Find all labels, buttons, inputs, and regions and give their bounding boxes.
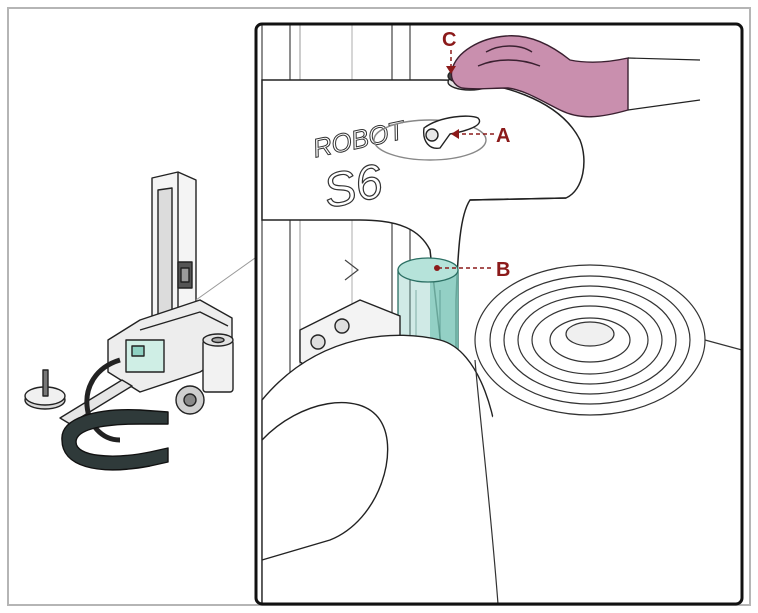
callout-a-label: A bbox=[496, 125, 510, 147]
film-roll bbox=[475, 265, 742, 604]
callout-b-dot bbox=[434, 265, 440, 271]
callout-b-label: B bbox=[496, 259, 510, 281]
detail-view: ROBOT S6 bbox=[256, 24, 742, 604]
callout-c-label: C bbox=[442, 29, 456, 51]
